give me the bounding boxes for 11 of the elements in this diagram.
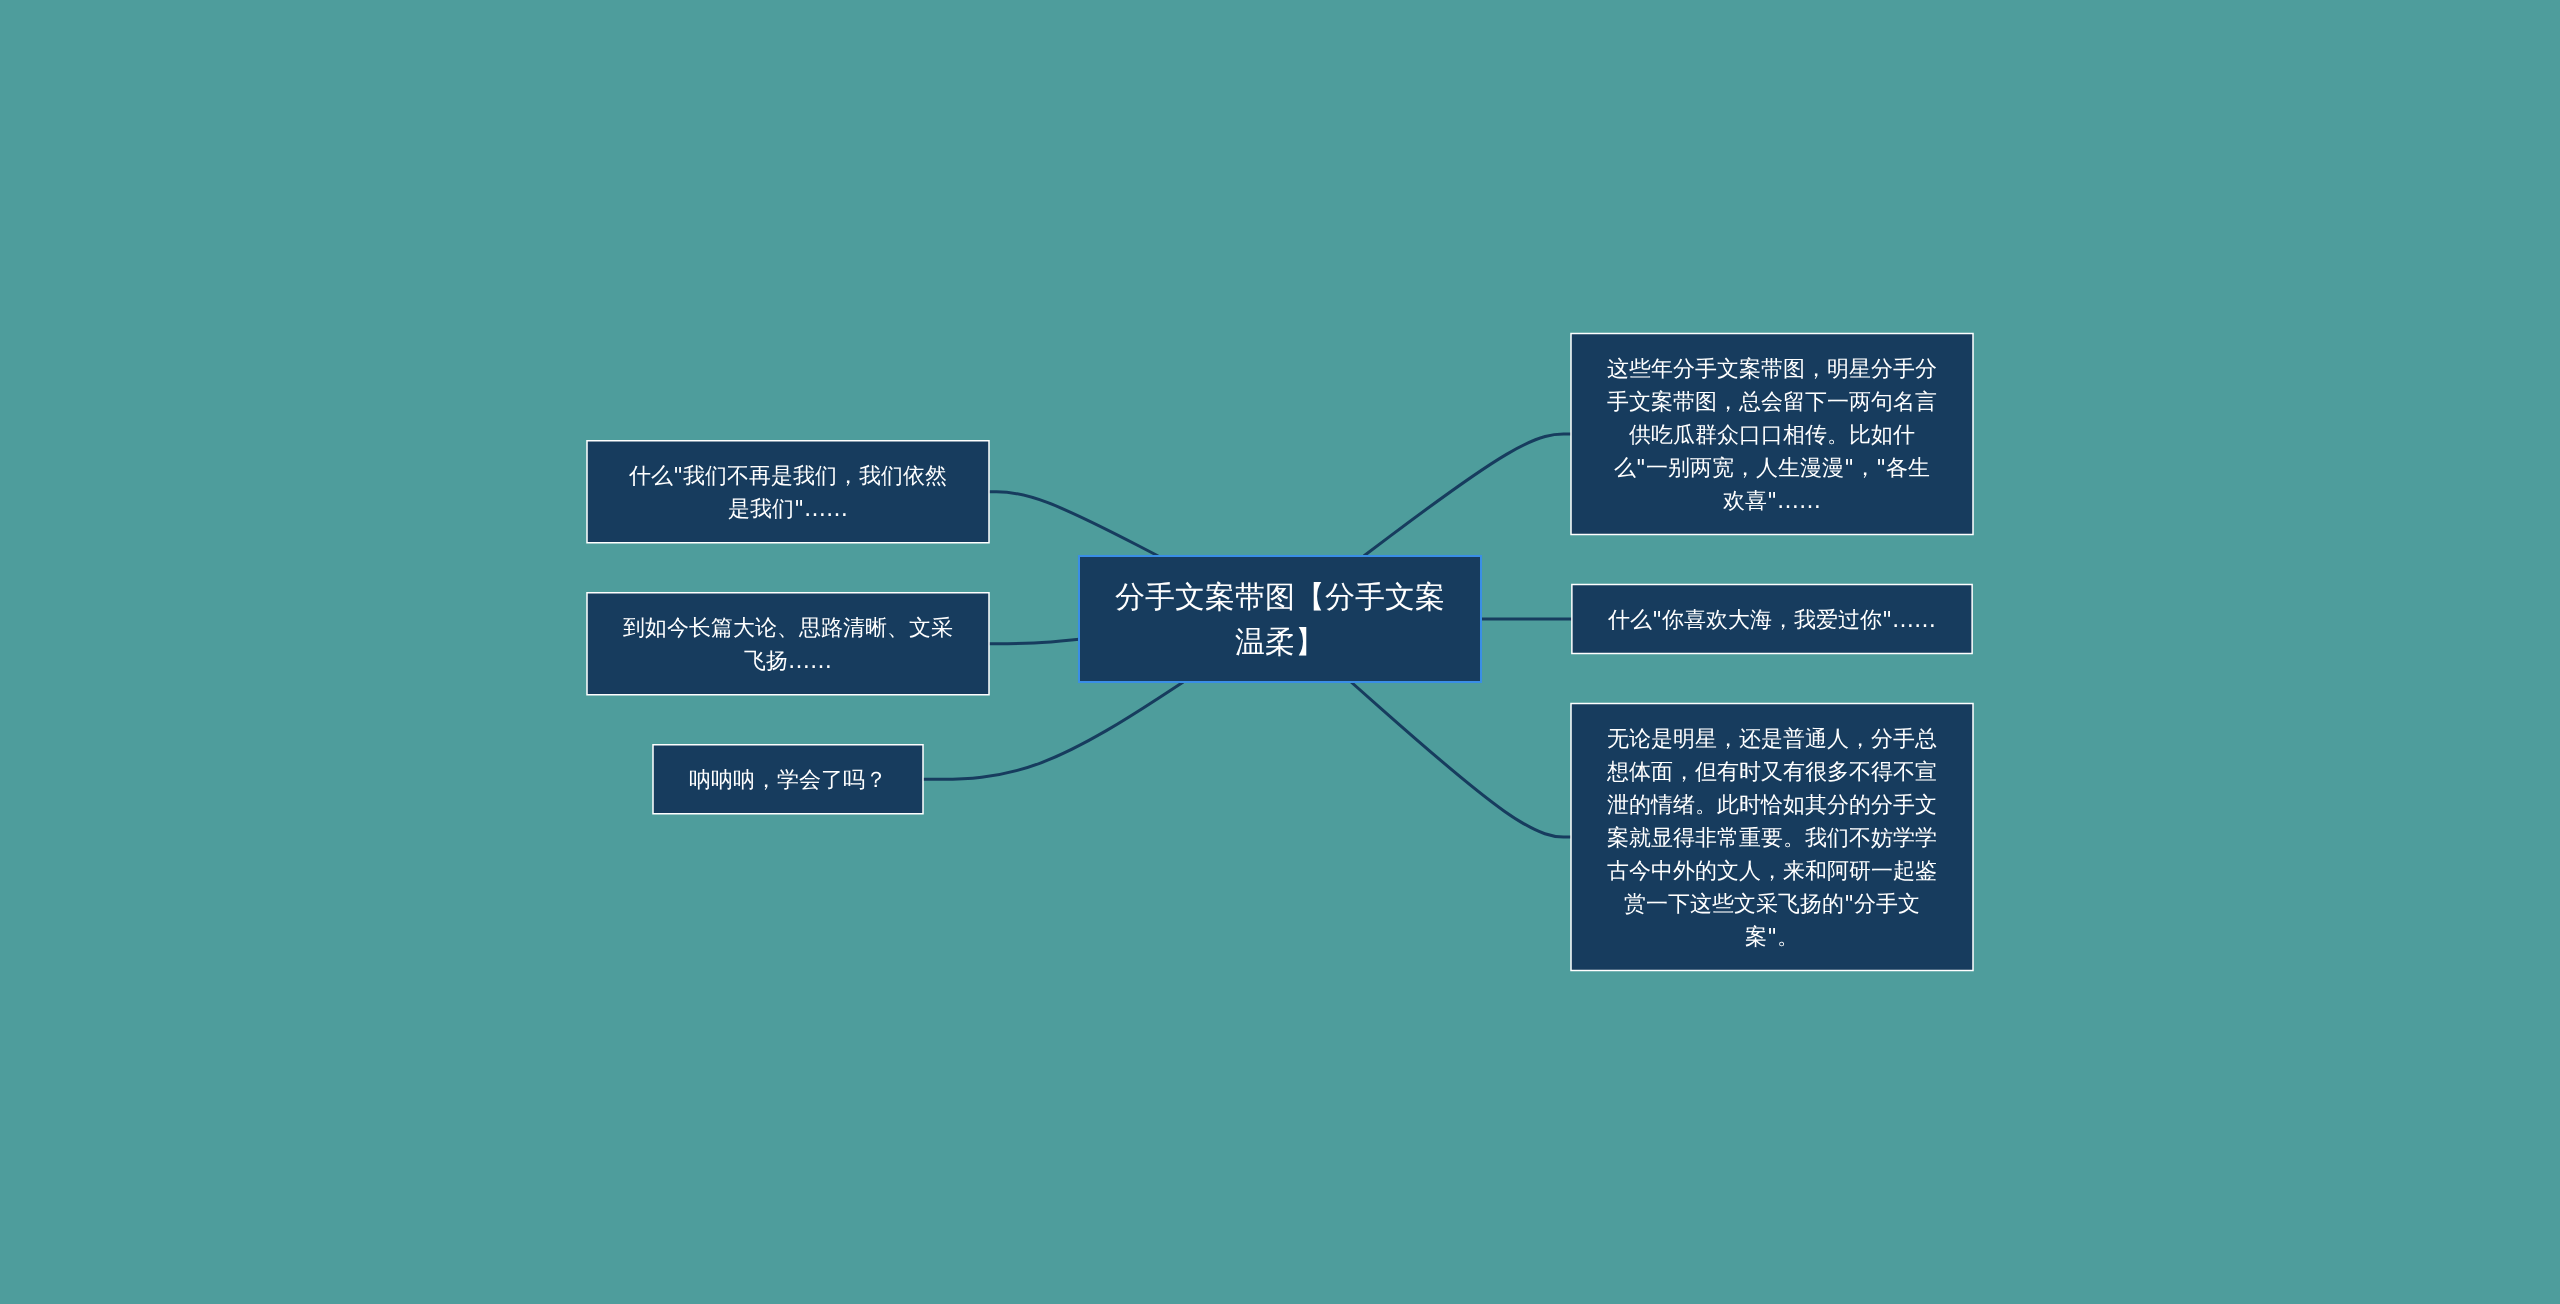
connector <box>989 637 1080 646</box>
connector <box>1481 617 1572 621</box>
connector <box>989 490 1159 558</box>
node-box: 呐呐呐，学会了吗？ <box>652 744 924 815</box>
node-box: 什么"我们不再是我们，我们依然是我们"…… <box>586 440 990 544</box>
node-box: 分手文案带图【分手文案温柔】 <box>1078 555 1482 683</box>
node-box: 无论是明星，还是普通人，分手总想体面，但有时又有很多不得不宣泄的情绪。此时恰如其分的分手文案就显得非常重要。我们不妨学学古今中外的文人，来和阿研一起鉴赏一下这些文采飞扬的"分手文案"。 <box>1570 702 1974 972</box>
node-box: 什么"你喜欢大海，我爱过你"…… <box>1571 583 1973 655</box>
connector <box>1362 432 1571 558</box>
node-box: 这些年分手文案带图，明星分手分手文案带图，总会留下一两句名言供吃瓜群众口口相传。比如什么"一别两宽，人生漫漫"，"各生欢喜"…… <box>1570 332 1974 536</box>
node-box: 到如今长篇大论、思路清晰、文采飞扬…… <box>586 592 990 696</box>
